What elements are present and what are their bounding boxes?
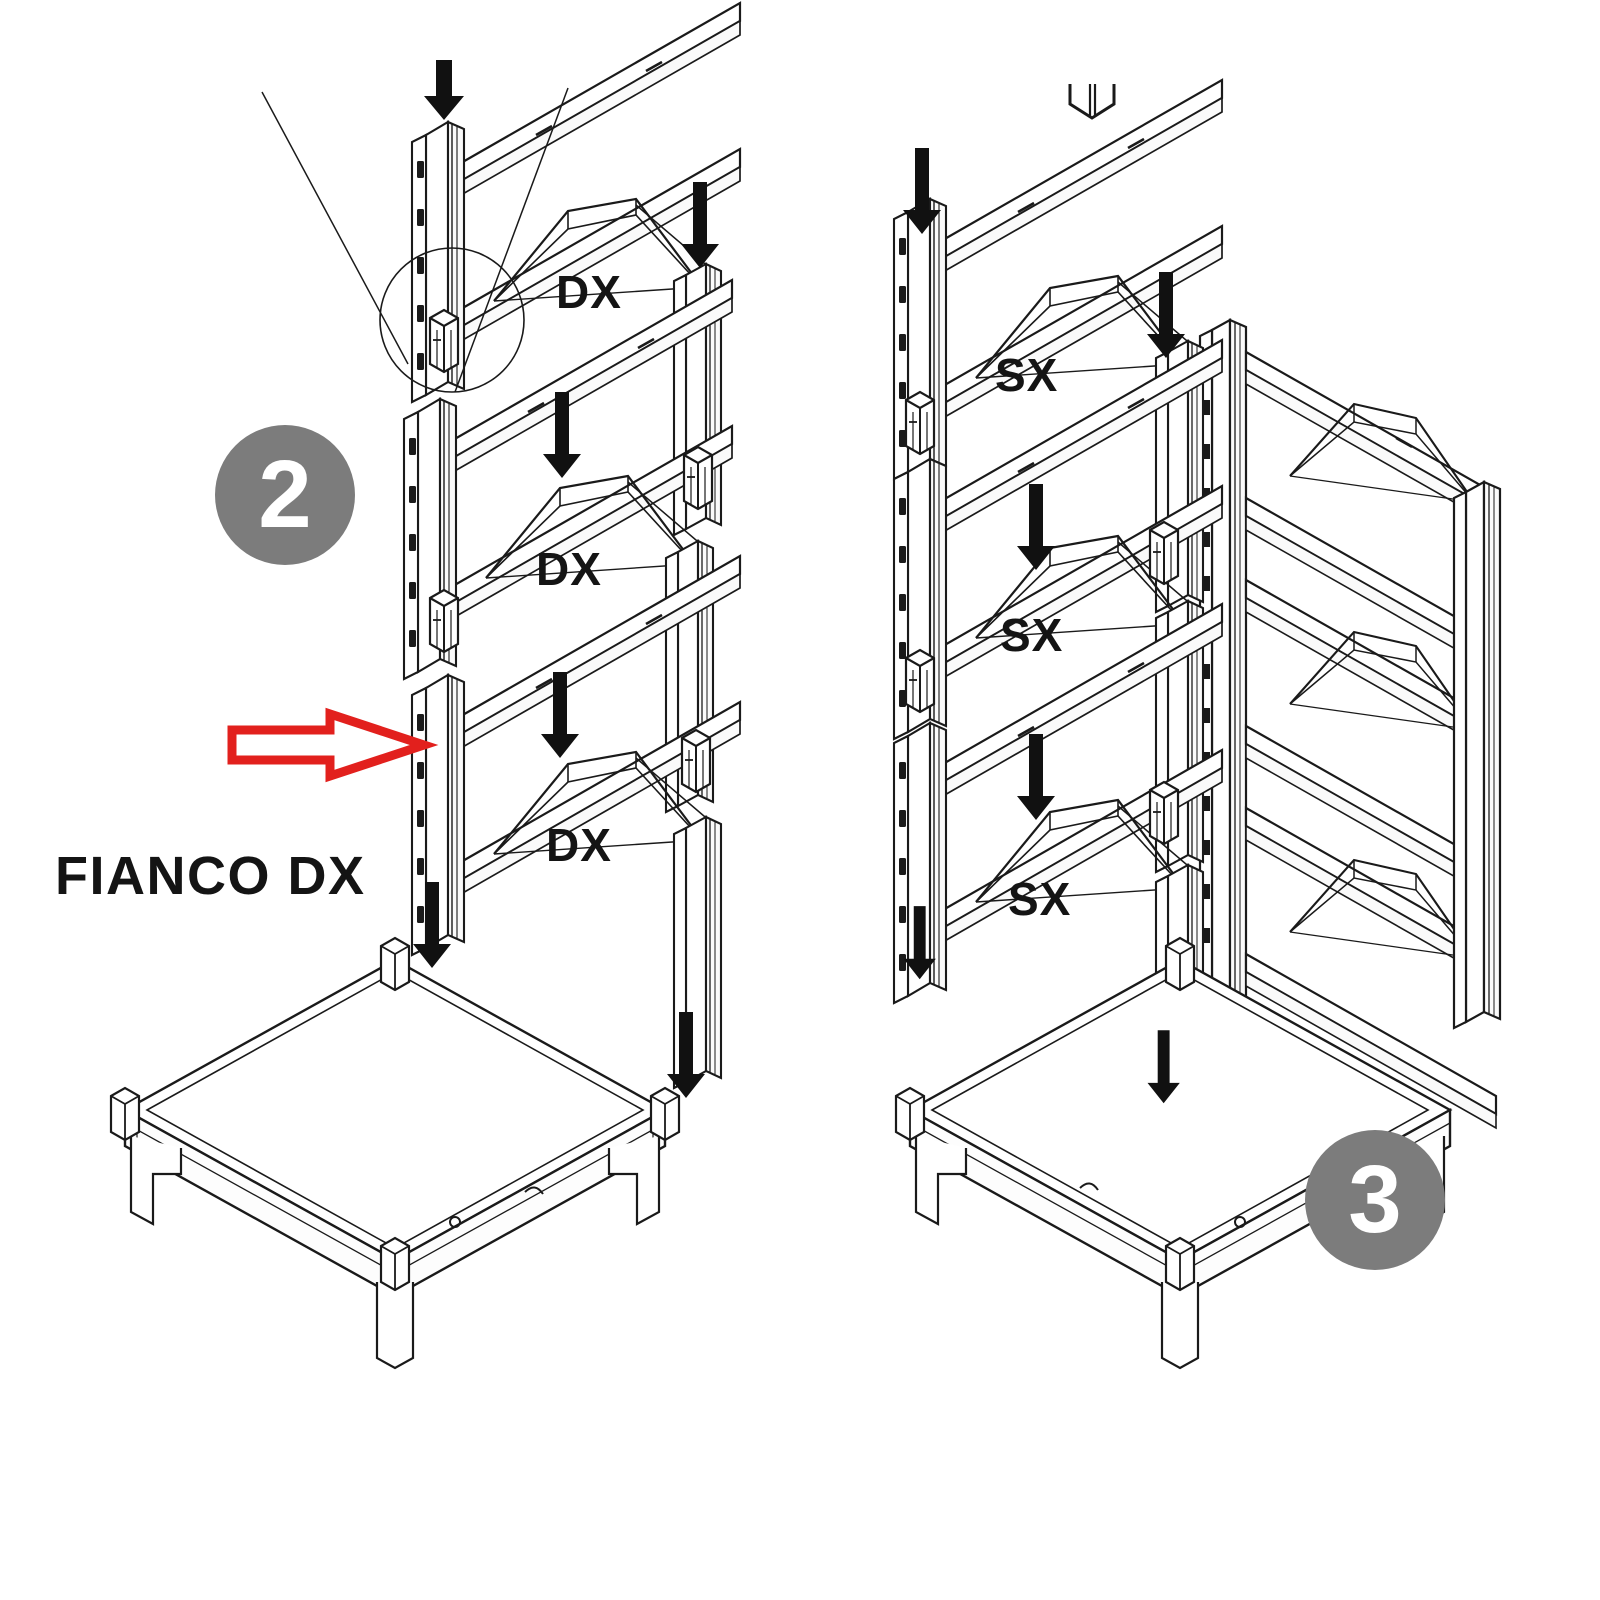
connector-pin — [1148, 520, 1180, 586]
connector-pin — [428, 588, 460, 654]
rear-bay — [1244, 350, 1498, 674]
step-badge-2: 2 — [215, 425, 355, 565]
dx-panel-label-1: DX — [556, 266, 622, 318]
connector-pin — [428, 308, 460, 374]
rear-bay — [1244, 806, 1498, 1130]
fianco-dx-label: FIANCO DX — [55, 846, 366, 906]
dx-panel-label-3: DX — [546, 819, 612, 871]
sx-panel-label-1: SX — [995, 349, 1059, 401]
step-number-label: 2 — [258, 441, 312, 548]
sx-panel-label-2: SX — [1000, 609, 1064, 661]
post-cap-tip-icon — [1068, 84, 1116, 120]
sx-panel-label-3: SX — [1008, 873, 1072, 925]
connector-pin — [680, 728, 712, 794]
left-exploded-group — [109, 1, 742, 1370]
base-frame — [109, 936, 681, 1370]
connector-pin — [682, 445, 714, 511]
dx-panel-label-2: DX — [536, 543, 602, 595]
assembled-rear-wall — [1198, 318, 1502, 1130]
red-arrow-pointer — [227, 707, 439, 783]
connector-pin — [1148, 780, 1180, 846]
step-number-label: 3 — [1348, 1146, 1402, 1253]
right-assembly-group — [892, 78, 1502, 1370]
connector-pin — [904, 390, 936, 456]
rear-bay — [1244, 578, 1498, 902]
connector-pin — [904, 648, 936, 714]
detail-callout — [261, 87, 569, 393]
down-arrow-icon — [424, 60, 464, 120]
step-badge-3: 3 — [1305, 1130, 1445, 1270]
